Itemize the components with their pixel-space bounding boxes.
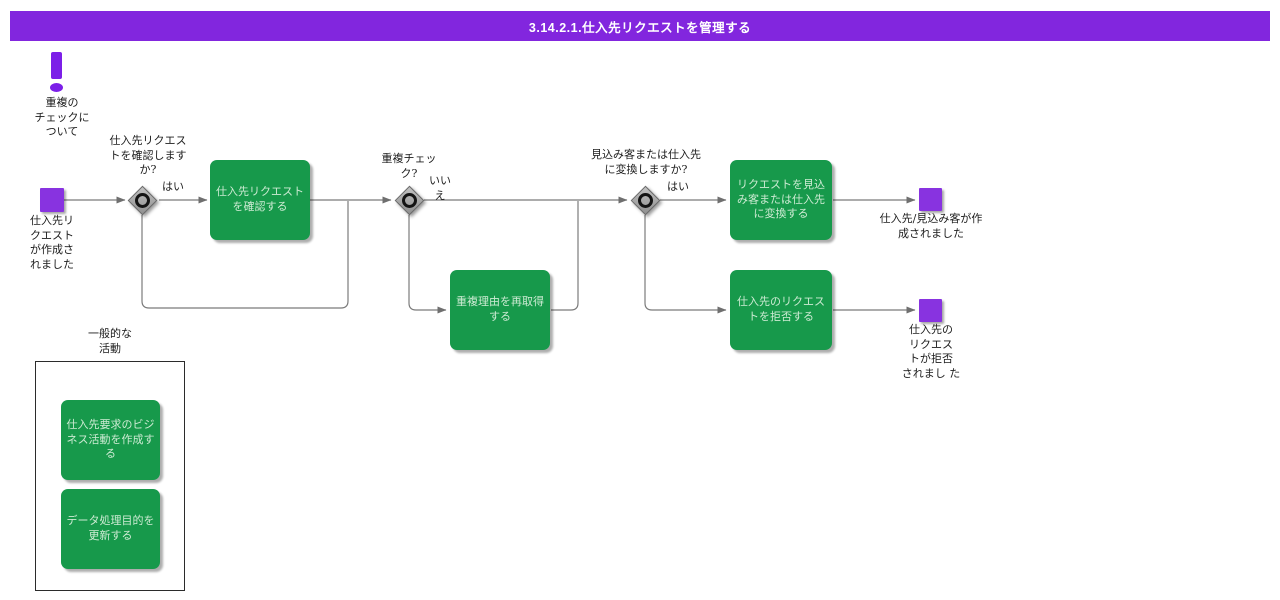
- inclusive-gateway-icon: [637, 192, 653, 208]
- gateway-confirm-request[interactable]: [127, 185, 157, 215]
- flow-reacquire-to-gw3: [551, 201, 579, 311]
- legend-task-create-business-activity[interactable]: 仕入先要求のビジ ネス活動を作成す る: [61, 400, 160, 480]
- gateway-convert-decision[interactable]: [630, 185, 660, 215]
- task-reject-request[interactable]: 仕入先のリクエス トを拒否する: [730, 270, 832, 350]
- flow-gw3-to-reject: [644, 215, 727, 314]
- start-event[interactable]: [40, 188, 64, 212]
- annotation-label: 重複の チェックに ついて: [34, 96, 90, 139]
- gateway-duplicate-check[interactable]: [394, 185, 424, 215]
- diagram-title-bar: 3.14.2.1.仕入先リクエストを管理する: [10, 11, 1270, 41]
- end-event-created-label: 仕入先/見込み客が作 成されました: [879, 212, 983, 240]
- end-event-rejected-label: 仕入先の リクエス トが拒否 されまし た: [901, 323, 961, 380]
- task-convert-request[interactable]: リクエストを見込 み客または仕入先 に変換する: [730, 160, 832, 240]
- end-event-created[interactable]: [919, 188, 942, 211]
- inclusive-gateway-icon: [134, 192, 150, 208]
- exclamation-icon-dot: [50, 83, 63, 92]
- gateway-duplicate-question: 重複チェッ ク?: [381, 152, 437, 180]
- start-event-label: 仕入先リ クエスト が作成さ れました: [30, 214, 74, 271]
- flow-gw2-to-reacquire: [408, 215, 447, 314]
- exclamation-icon: [51, 52, 62, 79]
- gateway-confirm-question: 仕入先リクエス トを確認します か?: [109, 134, 187, 177]
- end-event-rejected[interactable]: [919, 299, 942, 322]
- gateway-duplicate-no-label: いい え: [429, 174, 451, 202]
- task-reacquire-duplicate-reason[interactable]: 重複理由を再取得 する: [450, 270, 550, 350]
- gateway-convert-yes-label: はい: [667, 180, 689, 193]
- gateway-confirm-yes-label: はい: [162, 180, 184, 193]
- gateway-convert-question: 見込み客または仕入先 に変換しますか?: [591, 148, 701, 176]
- inclusive-gateway-icon: [401, 192, 417, 208]
- task-confirm-supplier-request[interactable]: 仕入先リクエスト を確認する: [210, 160, 310, 240]
- legend-task-update-data-processing[interactable]: データ処理目的を 更新する: [61, 489, 160, 569]
- diagram-title: 3.14.2.1.仕入先リクエストを管理する: [528, 20, 752, 35]
- flow-gw1-bypass-loop: [141, 201, 349, 309]
- legend-title: 一般的な 活動: [88, 327, 132, 355]
